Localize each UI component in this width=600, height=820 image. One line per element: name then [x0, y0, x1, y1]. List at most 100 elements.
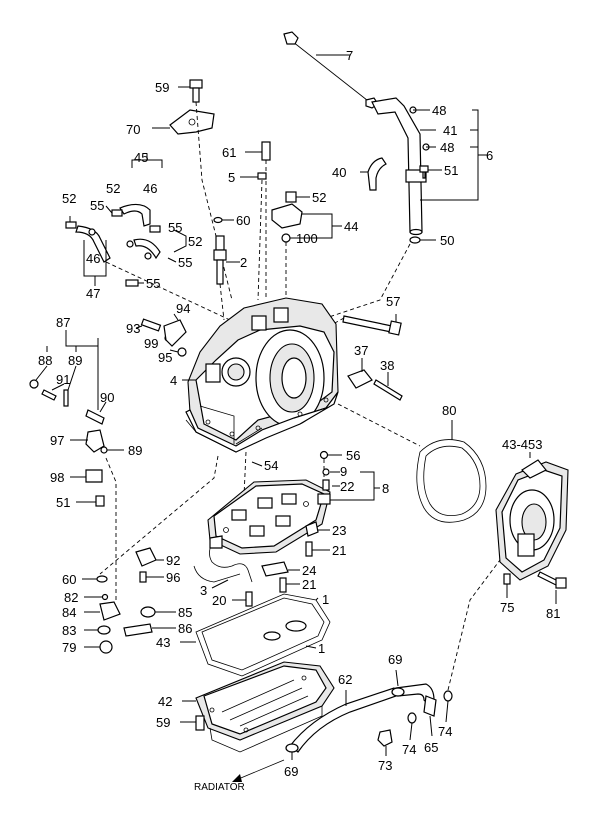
label-82: 82 — [64, 590, 78, 605]
hose-46-upper — [119, 203, 151, 227]
label-96: 96 — [166, 570, 180, 585]
label-45: 45 — [134, 150, 148, 165]
label-73: 73 — [378, 758, 392, 773]
label-74: 74 — [438, 724, 452, 739]
nut-88 — [29, 379, 39, 389]
sensor-2 — [213, 235, 227, 285]
clip-23 — [305, 521, 319, 537]
pin-89 — [63, 389, 69, 407]
label-61: 61 — [222, 145, 236, 160]
label-69-b: 69 — [284, 764, 298, 779]
label-87: 87 — [56, 315, 70, 330]
lever-94 — [163, 319, 187, 347]
radiator-label: RADIATOR — [194, 782, 245, 793]
label-60-b: 60 — [62, 572, 76, 587]
nut-79 — [99, 640, 113, 654]
label-55-b: 55 — [168, 220, 182, 235]
label-41: 41 — [443, 123, 457, 138]
clamp-69-upper — [391, 687, 405, 697]
label-6: 6 — [486, 148, 493, 163]
label-65: 65 — [424, 740, 438, 755]
label-57: 57 — [386, 294, 400, 309]
label-21-b: 21 — [302, 577, 316, 592]
bracket-98 — [85, 469, 103, 483]
label-43: 43 — [156, 635, 170, 650]
fitting-65 — [423, 695, 437, 717]
label-40: 40 — [332, 165, 346, 180]
label-86: 86 — [178, 621, 192, 636]
label-74-b: 74 — [402, 742, 416, 757]
label-37: 37 — [354, 343, 368, 358]
label-81: 81 — [546, 606, 560, 621]
label-52-d: 52 — [312, 190, 326, 205]
bracket-37 — [347, 369, 373, 389]
label-93: 93 — [126, 321, 140, 336]
oring-60-lower — [96, 575, 108, 583]
label-56: 56 — [346, 448, 360, 463]
label-55-c: 55 — [178, 255, 192, 270]
solenoid-92 — [135, 547, 157, 567]
gasket-43 — [195, 593, 331, 677]
transmission-case-4 — [185, 297, 339, 453]
oring-50 — [409, 236, 421, 244]
radiator-arrow-icon — [232, 774, 242, 782]
bolt-21-lower — [279, 577, 287, 593]
label-70: 70 — [126, 122, 140, 137]
seal-83 — [97, 625, 111, 635]
bolt-57 — [342, 315, 402, 336]
bolt-52-b — [65, 221, 77, 229]
label-51: 51 — [444, 163, 458, 178]
label-55-d: 55 — [146, 276, 160, 291]
label-20: 20 — [212, 593, 226, 608]
ring-82 — [101, 593, 109, 601]
magnet-1 — [285, 620, 307, 632]
pin-75 — [503, 573, 511, 585]
label-24: 24 — [302, 563, 316, 578]
label-44: 44 — [344, 219, 358, 234]
label-48: 48 — [432, 103, 446, 118]
bolt-51-upper — [419, 165, 429, 179]
label-50: 50 — [440, 233, 454, 248]
label-23: 23 — [332, 523, 346, 538]
seal-85 — [140, 606, 156, 618]
washer-74-left — [407, 712, 417, 724]
label-1-b: 1 — [318, 641, 325, 656]
bolt-21-upper — [305, 541, 313, 557]
gasket-80 — [416, 439, 487, 523]
sensor-44 — [271, 203, 303, 229]
label-46-b: 46 — [86, 251, 100, 266]
bolt-20 — [245, 591, 253, 607]
seal-95 — [177, 347, 187, 357]
bolt-73 — [377, 729, 393, 747]
label-1: 1 — [322, 592, 329, 607]
rod-86 — [123, 623, 153, 637]
spring-91 — [41, 389, 57, 401]
label-8: 8 — [382, 481, 389, 496]
detent-97 — [85, 429, 105, 453]
label-94: 94 — [176, 301, 190, 316]
label-42: 42 — [158, 694, 172, 709]
pin-93 — [140, 318, 162, 332]
label-62: 62 — [338, 672, 352, 687]
label-55: 55 — [90, 198, 104, 213]
callout-labels: 7 59 70 48 41 48 6 61 5 40 51 45 52 46 5… — [38, 48, 560, 793]
oring-60-upper — [213, 216, 223, 224]
label-4: 4 — [170, 373, 177, 388]
label-51-b: 51 — [56, 495, 70, 510]
bolt-5 — [257, 172, 267, 180]
hose-46-lower — [75, 225, 111, 263]
label-21: 21 — [332, 543, 346, 558]
label-84: 84 — [62, 605, 76, 620]
harness-3-connector — [209, 535, 223, 549]
label-69: 69 — [388, 652, 402, 667]
label-48-b: 48 — [440, 140, 454, 155]
label-88: 88 — [38, 353, 52, 368]
hose-55 — [133, 238, 161, 260]
washer-74-right — [443, 690, 453, 702]
label-90: 90 — [100, 390, 114, 405]
label-59-b: 59 — [156, 715, 170, 730]
label-38: 38 — [380, 358, 394, 373]
label-54: 54 — [264, 458, 278, 473]
filter-8-cap — [317, 493, 331, 505]
spring-22 — [322, 479, 330, 491]
